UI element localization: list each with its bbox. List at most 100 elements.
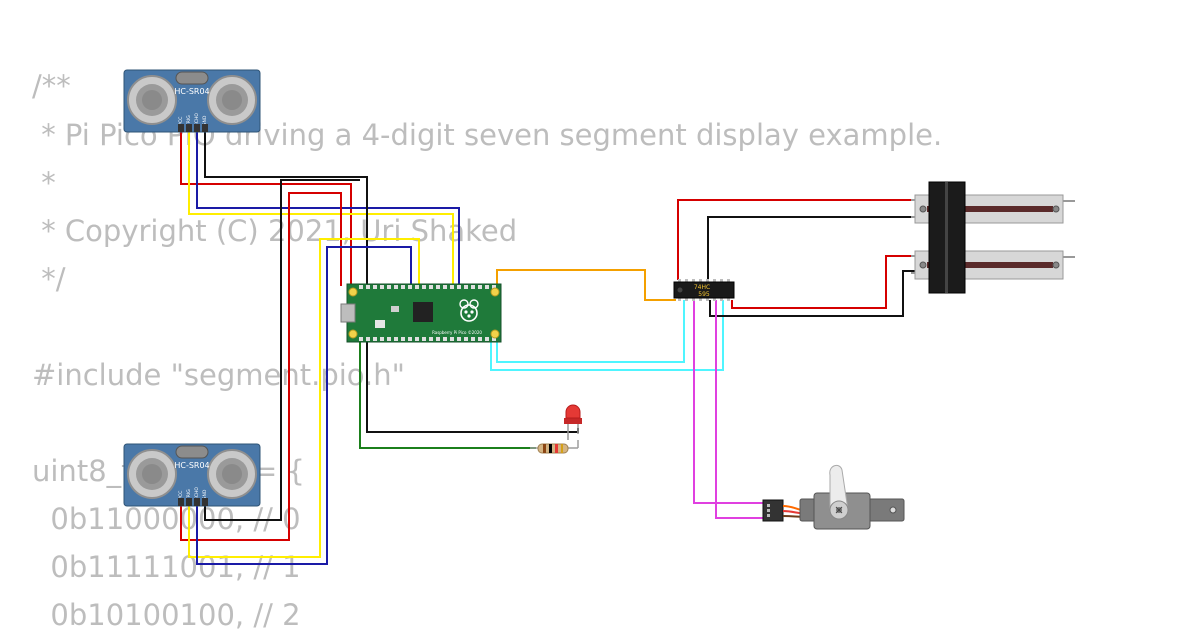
header-pin[interactable] xyxy=(366,285,370,289)
wire-servo-magenta-2[interactable] xyxy=(715,300,764,519)
pin-label-gnd: GND xyxy=(202,115,208,126)
wire-sensor1-trig[interactable] xyxy=(188,130,454,286)
header-pin[interactable] xyxy=(692,279,695,283)
wire-led-black[interactable] xyxy=(366,340,579,433)
header-pin[interactable] xyxy=(359,337,363,341)
header-pin[interactable] xyxy=(436,337,440,341)
header-pin[interactable] xyxy=(727,279,730,283)
shift-register-74hc595[interactable]: 74HC 595 xyxy=(673,279,735,301)
header-pin[interactable] xyxy=(478,285,482,289)
header-pin[interactable] xyxy=(464,285,468,289)
wire-orange[interactable] xyxy=(496,269,676,301)
header-pin[interactable] xyxy=(478,337,482,341)
header-pin[interactable] xyxy=(492,285,496,289)
wire-sensor2-echo[interactable] xyxy=(196,246,412,565)
header-pin[interactable] xyxy=(415,285,419,289)
wire-sensor2-vcc[interactable] xyxy=(180,192,342,541)
header-pin[interactable] xyxy=(380,337,384,341)
header-pin[interactable] xyxy=(422,337,426,341)
header-pin[interactable] xyxy=(457,285,461,289)
header-pin[interactable] xyxy=(443,337,447,341)
header-pin[interactable] xyxy=(685,297,688,301)
code-line: */ xyxy=(32,262,66,296)
wire-sensor1-gnd[interactable] xyxy=(204,130,368,286)
header-pin[interactable] xyxy=(727,297,730,301)
header-pin[interactable] xyxy=(373,337,377,341)
header-pin[interactable] xyxy=(387,285,391,289)
header-pin[interactable] xyxy=(408,337,412,341)
header-pin[interactable] xyxy=(492,337,496,341)
wire-pot1-black[interactable] xyxy=(707,216,915,280)
raspberry-pi-pico[interactable]: Raspberry Pi Pico ©2020 xyxy=(340,283,502,343)
header-pin[interactable] xyxy=(699,279,702,283)
header-pin[interactable] xyxy=(373,285,377,289)
header-pin[interactable] xyxy=(685,279,688,283)
header-pin[interactable] xyxy=(380,285,384,289)
header-pin[interactable] xyxy=(485,285,489,289)
header-pin[interactable] xyxy=(366,337,370,341)
header-pin[interactable] xyxy=(720,297,723,301)
wire-cyan-1[interactable] xyxy=(490,300,724,371)
shift-register-label-line1: 74HC xyxy=(694,284,710,291)
led-red[interactable] xyxy=(564,404,582,440)
header-pin[interactable] xyxy=(394,285,398,289)
servo-connector[interactable] xyxy=(762,499,784,522)
header-pin[interactable] xyxy=(408,285,412,289)
sensor-pins[interactable] xyxy=(178,124,208,132)
servo-motor[interactable] xyxy=(762,464,905,530)
wire-sensor2-gnd[interactable] xyxy=(204,179,360,521)
wire-servo-magenta-1[interactable] xyxy=(693,300,764,504)
wire-sensor1-echo[interactable] xyxy=(196,130,460,286)
header-pin[interactable] xyxy=(706,279,709,283)
code-line: 0b10100100, // 2 xyxy=(32,598,301,632)
header-pin[interactable] xyxy=(678,279,681,283)
header-pin[interactable] xyxy=(699,297,702,301)
header-pin[interactable] xyxy=(713,297,716,301)
pin-label-trig: TRIG xyxy=(186,489,192,501)
ultrasonic-sensor-1[interactable]: HC-SR04 VCC TRIG ECHO GND xyxy=(123,69,261,133)
header-pin[interactable] xyxy=(450,285,454,289)
ultrasonic-sensor-2[interactable]: HC-SR04 VCC TRIG ECHO GND xyxy=(123,443,261,507)
header-pin[interactable] xyxy=(457,337,461,341)
pico-pins-bottom[interactable] xyxy=(359,337,496,341)
header-pin[interactable] xyxy=(429,285,433,289)
sensor-pins[interactable] xyxy=(178,498,208,506)
pico-pins-top[interactable] xyxy=(359,285,496,289)
header-pin[interactable] xyxy=(387,337,391,341)
header-pin[interactable] xyxy=(720,279,723,283)
wire-pot1-red[interactable] xyxy=(677,199,915,280)
header-pin[interactable] xyxy=(422,285,426,289)
header-pin[interactable] xyxy=(359,285,363,289)
header-pin[interactable] xyxy=(706,297,709,301)
header-pin[interactable] xyxy=(429,337,433,341)
header-pin[interactable] xyxy=(394,337,398,341)
header-pin[interactable] xyxy=(401,337,405,341)
pin-label-echo: ECHO xyxy=(194,113,200,126)
header-pin[interactable] xyxy=(401,285,405,289)
header-pin[interactable] xyxy=(464,337,468,341)
shift-register-pins-bottom[interactable] xyxy=(678,297,730,301)
header-pin[interactable] xyxy=(692,297,695,301)
shift-register-pins-top[interactable] xyxy=(678,279,730,283)
header-pin[interactable] xyxy=(450,337,454,341)
wire-pot2-red[interactable] xyxy=(731,255,915,309)
wire-sensor1-vcc[interactable] xyxy=(180,130,352,286)
header-pin[interactable] xyxy=(471,285,475,289)
header-pin[interactable] xyxy=(713,279,716,283)
header-pin[interactable] xyxy=(436,285,440,289)
header-pin[interactable] xyxy=(678,297,681,301)
header-pin[interactable] xyxy=(471,337,475,341)
wire-pot2-black[interactable] xyxy=(709,270,915,317)
usb-port[interactable] xyxy=(340,303,356,323)
code-line: * xyxy=(32,166,56,200)
header-pin[interactable] xyxy=(443,285,447,289)
header-pin[interactable] xyxy=(415,337,419,341)
resistor[interactable] xyxy=(530,440,579,454)
header-pin[interactable] xyxy=(485,337,489,341)
slide-knob[interactable] xyxy=(928,181,966,294)
wire-led-green[interactable] xyxy=(359,340,536,449)
wire-cyan-2[interactable] xyxy=(496,300,685,363)
sensor-model-label: HC-SR04 xyxy=(174,87,209,96)
wire-sensor2-trig[interactable] xyxy=(188,238,420,558)
